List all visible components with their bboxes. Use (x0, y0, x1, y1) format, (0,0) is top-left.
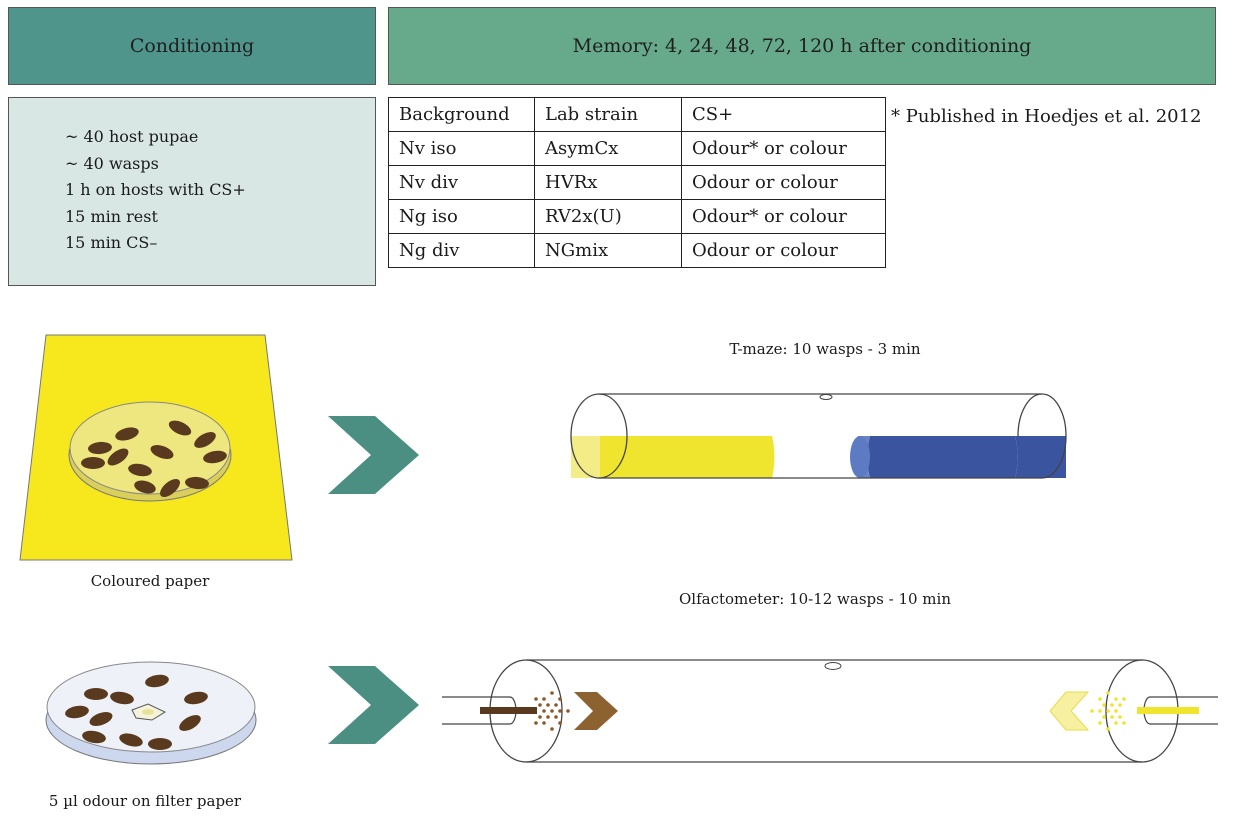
protocol-step: 15 min CS– (65, 233, 158, 252)
protocol-step: ~ 40 wasps (65, 153, 159, 173)
conditioning-title: Conditioning (129, 35, 255, 57)
table-cell: Odour* or colour (681, 131, 886, 166)
chevron-arrow-icon (328, 666, 419, 744)
header-cell: Lab strain (534, 97, 682, 132)
header-cell: Background (388, 97, 535, 132)
table-cell: HVRx (534, 165, 682, 200)
conditioning-header: Conditioning (8, 7, 376, 85)
table-row: Ng iso RV2x(U) Odour* or colour (388, 199, 886, 234)
table-row: Nv iso AsymCx Odour* or colour (388, 131, 886, 166)
table-cell: Ng iso (388, 199, 535, 234)
t-maze-tube-icon (570, 393, 1067, 479)
protocol-step: ~ 40 host pupae (65, 127, 199, 146)
table-cell: Odour or colour (681, 165, 886, 200)
olfactometer-label: Olfactometer: 10-12 wasps - 10 min (679, 590, 951, 608)
table-cell: Ng div (388, 233, 535, 268)
chevron-arrow-icon (328, 416, 419, 494)
t-maze-label: T-maze: 10 wasps - 3 min (729, 340, 921, 358)
coloured-paper-dish-icon (19, 334, 293, 561)
memory-header: Memory: 4, 24, 48, 72, 120 h after condi… (388, 7, 1216, 85)
odour-petri-dish-icon (45, 661, 257, 765)
header-cell: CS+ (681, 97, 886, 132)
table-cell: Nv div (388, 165, 535, 200)
protocol-steps: ~ 40 host pupae ~ 40 wasps 1 h on hosts … (65, 124, 246, 257)
odour-caption: 5 µl odour on filter paper (48, 792, 242, 810)
table-cell: RV2x(U) (534, 199, 682, 234)
table-cell: Odour* or colour (681, 199, 886, 234)
table-row: Ng div NGmix Odour or colour (388, 233, 886, 268)
memory-title: Memory: 4, 24, 48, 72, 120 h after condi… (572, 35, 1032, 57)
table-cell: Nv iso (388, 131, 535, 166)
protocol-step: 15 min rest (65, 206, 158, 226)
strain-table: Background Lab strain CS+ Nv iso AsymCx … (388, 97, 886, 268)
table-row: Nv div HVRx Odour or colour (388, 165, 886, 200)
footnote: * Published in Hoedjes et al. 2012 (891, 106, 1202, 127)
protocol-step: 1 h on hosts with CS+ (65, 180, 246, 199)
table-header-row: Background Lab strain CS+ (388, 97, 886, 132)
conditioning-protocol-panel: ~ 40 host pupae ~ 40 wasps 1 h on hosts … (8, 97, 376, 286)
coloured-paper-caption: Coloured paper (90, 572, 210, 590)
table-cell: Odour or colour (681, 233, 886, 268)
olfactometer-tube-icon (442, 659, 1218, 763)
